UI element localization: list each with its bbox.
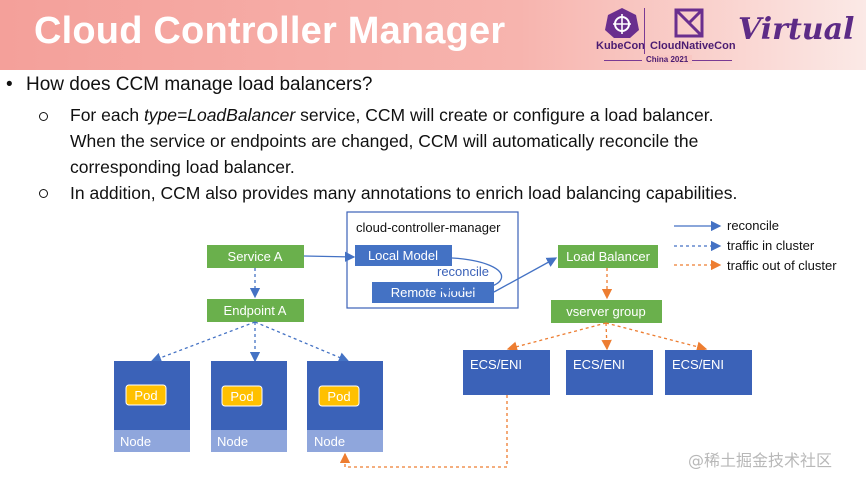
service-to-local-arrow bbox=[303, 251, 356, 263]
event-text: China 2021 bbox=[642, 55, 693, 64]
endpoint-to-node3-arrow bbox=[254, 321, 350, 363]
kubecon-logo-icon bbox=[605, 8, 639, 38]
pod-label: Pod bbox=[134, 388, 157, 403]
ecs-label: ECS/ENI bbox=[672, 357, 724, 372]
service-label: Service A bbox=[228, 249, 283, 264]
vserver-group-label: vserver group bbox=[566, 304, 645, 319]
node-footer bbox=[114, 430, 190, 452]
virtual-logo-text: Virtual bbox=[738, 12, 855, 47]
sub-bullet-1-pre: For each bbox=[70, 105, 144, 125]
node-footer bbox=[307, 430, 383, 452]
sub-bullet-circle bbox=[39, 112, 48, 121]
remote-to-lb-arrow bbox=[493, 257, 558, 293]
node-label: Node bbox=[120, 434, 151, 449]
header-banner: Cloud Controller Manager KubeCon CloudNa… bbox=[0, 0, 866, 70]
bullet-dot: • bbox=[6, 74, 13, 95]
cloudnativecon-logo-icon bbox=[674, 8, 704, 38]
sub-bullet-2: In addition, CCM also provides many anno… bbox=[70, 183, 738, 203]
pod-box bbox=[318, 385, 360, 407]
kubecon-logo-text: KubeCon bbox=[596, 40, 645, 52]
ecs-box bbox=[463, 350, 550, 395]
sub-bullet-1-line3: corresponding load balancer. bbox=[70, 157, 295, 177]
logo-divider bbox=[644, 8, 645, 54]
ecs-box bbox=[665, 350, 752, 395]
vserver-group-box bbox=[551, 300, 662, 323]
sub-bullet-1-line2: When the service or endpoints are change… bbox=[70, 131, 699, 151]
vserver-to-ecs2-arrow bbox=[601, 322, 612, 351]
vserver-to-ecs3-arrow bbox=[605, 322, 708, 352]
sub-bullet-1-post: service, CCM will create or configure a … bbox=[295, 105, 714, 125]
ecs-box bbox=[566, 350, 653, 395]
reconcile-label: reconcile bbox=[437, 264, 489, 279]
endpoint-to-node1-arrow bbox=[150, 321, 256, 363]
ecs-label: ECS/ENI bbox=[573, 357, 625, 372]
endpoint-label: Endpoint A bbox=[224, 303, 287, 318]
pod-label: Pod bbox=[327, 389, 350, 404]
remote-model-label: Remote Model bbox=[391, 285, 476, 300]
ecs-label: ECS/ENI bbox=[470, 357, 522, 372]
pod-box bbox=[221, 385, 263, 407]
local-model-label: Local Model bbox=[368, 248, 438, 263]
sub-bullet-1-emphasis: type=LoadBalancer bbox=[143, 105, 296, 125]
pod-label: Pod bbox=[230, 389, 253, 404]
bullet-main: How does CCM manage load balancers? bbox=[26, 74, 373, 95]
vserver-to-ecs1-arrow bbox=[506, 322, 607, 352]
cloudnativecon-logo-text: CloudNativeCon bbox=[650, 40, 736, 52]
watermark: @稀土掘金技术社区 bbox=[688, 451, 832, 470]
sub-bullet-1: For each type=LoadBalancer service, CCM … bbox=[70, 102, 713, 128]
legend-reconcile-label: reconcile bbox=[727, 218, 779, 233]
load-balancer-box bbox=[558, 245, 658, 268]
sub-bullet-circle bbox=[39, 189, 48, 198]
node-footer bbox=[211, 430, 287, 452]
event-line: China 2021 bbox=[604, 55, 732, 66]
node-label: Node bbox=[217, 434, 248, 449]
conference-logos: KubeCon CloudNativeCon China 2021 Virtua… bbox=[596, 4, 866, 66]
pod-box bbox=[125, 384, 167, 406]
local-model-box bbox=[355, 245, 452, 266]
legend-in-cluster-label: traffic in cluster bbox=[727, 238, 815, 253]
legend: reconcile traffic in cluster traffic out… bbox=[674, 218, 837, 273]
node-label: Node bbox=[314, 434, 345, 449]
endpoint-box bbox=[207, 299, 304, 322]
local-to-remote-arrow bbox=[438, 257, 503, 296]
page-title: Cloud Controller Manager bbox=[34, 10, 506, 52]
legend-out-cluster-label: traffic out of cluster bbox=[727, 258, 837, 273]
remote-model-box bbox=[372, 282, 494, 303]
load-balancer-label: Load Balancer bbox=[566, 249, 651, 264]
service-box bbox=[207, 245, 304, 268]
ecs-to-node-arrow bbox=[339, 395, 508, 468]
ccm-title: cloud-controller-manager bbox=[356, 220, 501, 235]
